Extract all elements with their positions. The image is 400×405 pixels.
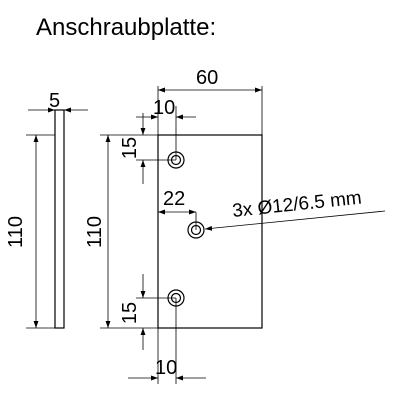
side-view bbox=[26, 107, 88, 329]
hole-bottom bbox=[167, 289, 185, 307]
dim-label-hole-mid-x: 22 bbox=[163, 188, 185, 210]
hole-middle bbox=[187, 221, 205, 239]
dim-label-side-height: 110 bbox=[5, 216, 27, 248]
callout-leader bbox=[204, 210, 386, 231]
front-view-plate bbox=[157, 134, 263, 329]
dim-label-width: 60 bbox=[196, 67, 218, 89]
hole-top bbox=[167, 151, 185, 169]
dim-label-hole-bottom-y: 15 bbox=[119, 302, 141, 324]
dim-label-hole-top-y: 15 bbox=[119, 137, 141, 159]
hole-callout-label: 3x Ø12/6.5 mm bbox=[231, 188, 362, 222]
drawing-title: Anschraubplatte: bbox=[36, 14, 217, 41]
dim-label-hole-bottom-x: 10 bbox=[155, 357, 177, 379]
dim-label-hole-top-x: 10 bbox=[153, 97, 175, 119]
front-view bbox=[100, 86, 386, 384]
side-view-plate bbox=[54, 109, 65, 329]
dim-label-thickness: 5 bbox=[49, 90, 60, 112]
dim-label-front-height: 110 bbox=[84, 216, 106, 248]
